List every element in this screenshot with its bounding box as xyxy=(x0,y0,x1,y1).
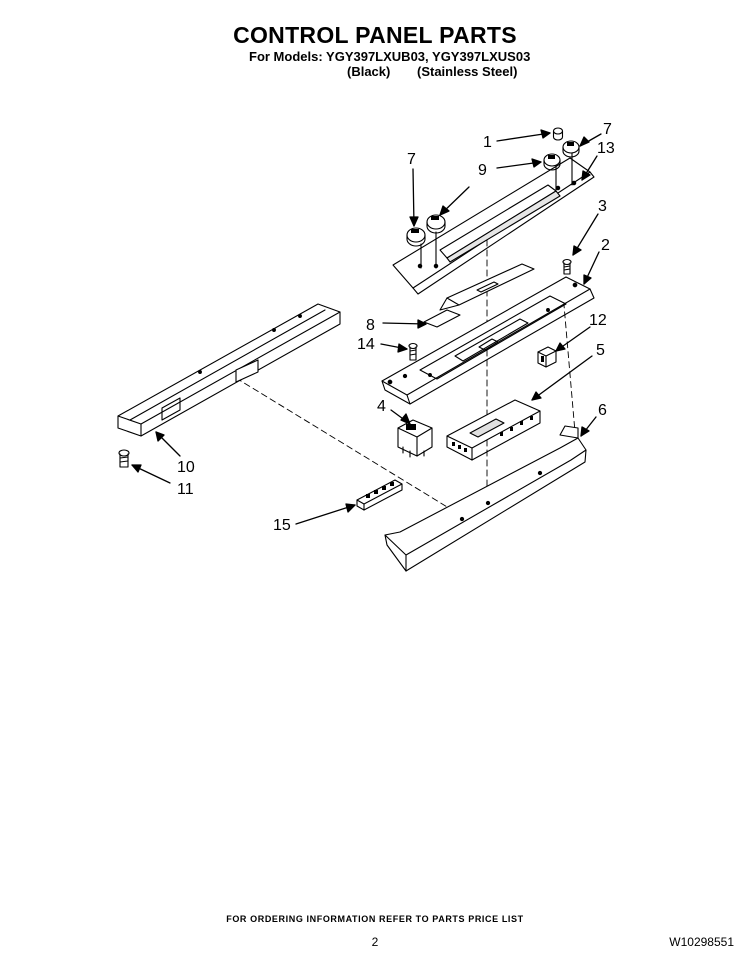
callout-10: 10 xyxy=(177,459,195,476)
encoder-module xyxy=(397,419,433,458)
callout-14: 14 xyxy=(357,336,375,353)
callout-9: 9 xyxy=(478,162,487,179)
variant-stainless: (Stainless Steel) xyxy=(417,64,518,79)
screw-icon xyxy=(562,258,572,275)
bolt-icon xyxy=(118,449,130,468)
switch-icon xyxy=(537,346,557,368)
page-title: CONTROL PANEL PARTS xyxy=(233,22,517,48)
callout-2: 2 xyxy=(601,237,610,254)
callout-5: 5 xyxy=(596,342,605,359)
connector-icon xyxy=(356,479,403,511)
control-board xyxy=(446,399,541,461)
callout-4: 4 xyxy=(377,398,386,415)
models-line: For Models: YGY397LXUB03, YGY397LXUS03 xyxy=(249,49,531,64)
callout-3: 3 xyxy=(598,198,607,215)
support-rail xyxy=(117,303,341,437)
ordering-note: FOR ORDERING INFORMATION REFER TO PARTS … xyxy=(226,914,524,924)
callout-1: 1 xyxy=(483,134,492,151)
screw-icon xyxy=(408,342,418,361)
knob-icon xyxy=(543,153,561,171)
cap-icon xyxy=(552,127,564,141)
callout-15: 15 xyxy=(273,517,291,534)
knob-icon xyxy=(426,214,446,234)
control-panel-top xyxy=(392,151,595,295)
console-frame xyxy=(381,276,595,405)
knob-icon xyxy=(406,227,426,247)
callout-11: 11 xyxy=(177,481,194,498)
callout-13: 13 xyxy=(597,140,615,157)
membrane-strip xyxy=(423,263,535,328)
callout-8: 8 xyxy=(366,317,375,334)
callout-12: 12 xyxy=(589,312,607,329)
callout-6: 6 xyxy=(598,402,607,419)
variant-black: (Black) xyxy=(347,64,391,79)
lower-trim xyxy=(384,425,587,572)
knob-icon xyxy=(562,140,580,158)
callout-7: 7 xyxy=(407,151,416,168)
callout-7: 7 xyxy=(603,121,612,138)
document-number: W10298551 xyxy=(669,935,734,949)
leader-arrows xyxy=(131,129,602,525)
page-number: 2 xyxy=(371,935,379,949)
